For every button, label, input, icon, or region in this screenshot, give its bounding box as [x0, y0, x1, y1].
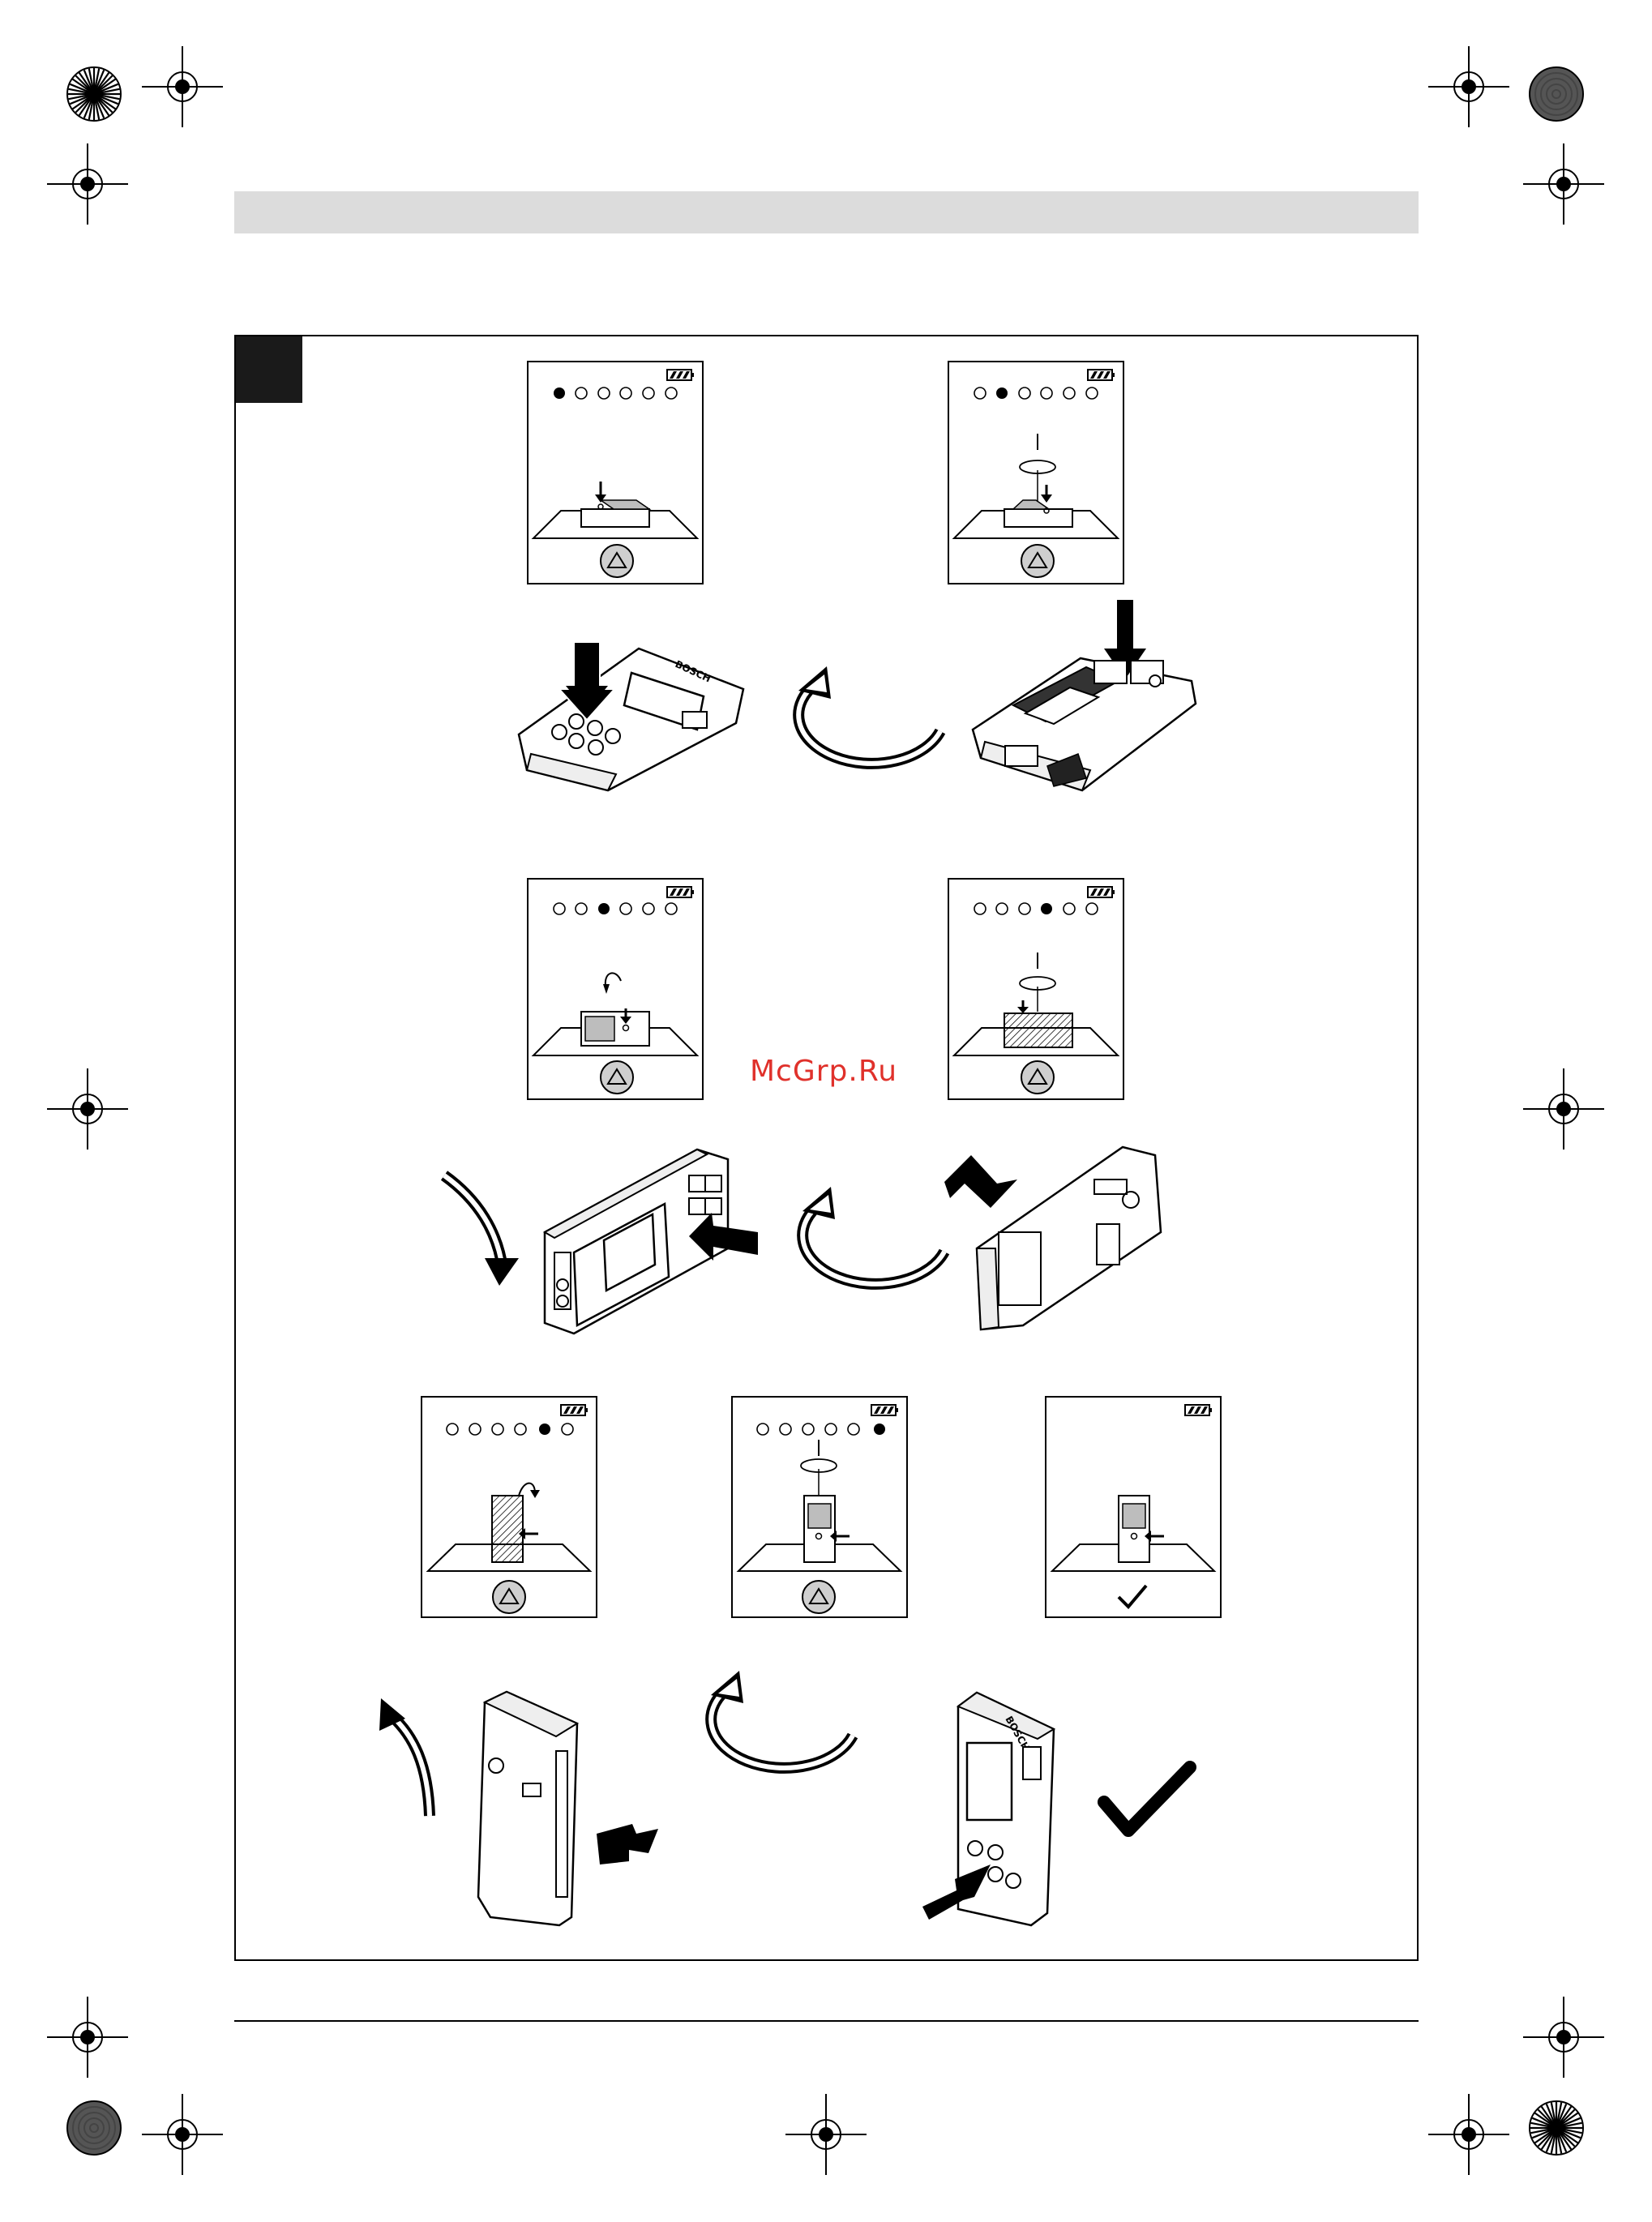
device-illustration-4: [944, 1147, 1161, 1329]
screen-step-5: [422, 1397, 597, 1617]
screen-step-6: [732, 1397, 907, 1617]
rotate-arrow-2: [802, 1187, 944, 1284]
rotate-arrow-1: [798, 666, 940, 764]
registration-marks: [47, 46, 1604, 2175]
screen-step-4: [948, 879, 1123, 1099]
device-illustration-1: BOSCH: [519, 642, 743, 790]
screen-step-7: [1046, 1397, 1221, 1617]
screen-step-1: [528, 362, 703, 584]
device-illustration-2: [973, 600, 1196, 790]
screen-step-3: [528, 879, 703, 1099]
device-illustration-6: BOSCH: [922, 1693, 1054, 1925]
rotate-arrow-3: [711, 1671, 853, 1768]
screen-step-2: [948, 362, 1123, 584]
curve-arrow-left: [444, 1175, 519, 1286]
curve-arrow-up: [379, 1698, 430, 1816]
device-illustration-3: [545, 1150, 758, 1334]
check-icon-large: [1104, 1767, 1190, 1830]
device-illustration-5: [478, 1692, 658, 1925]
